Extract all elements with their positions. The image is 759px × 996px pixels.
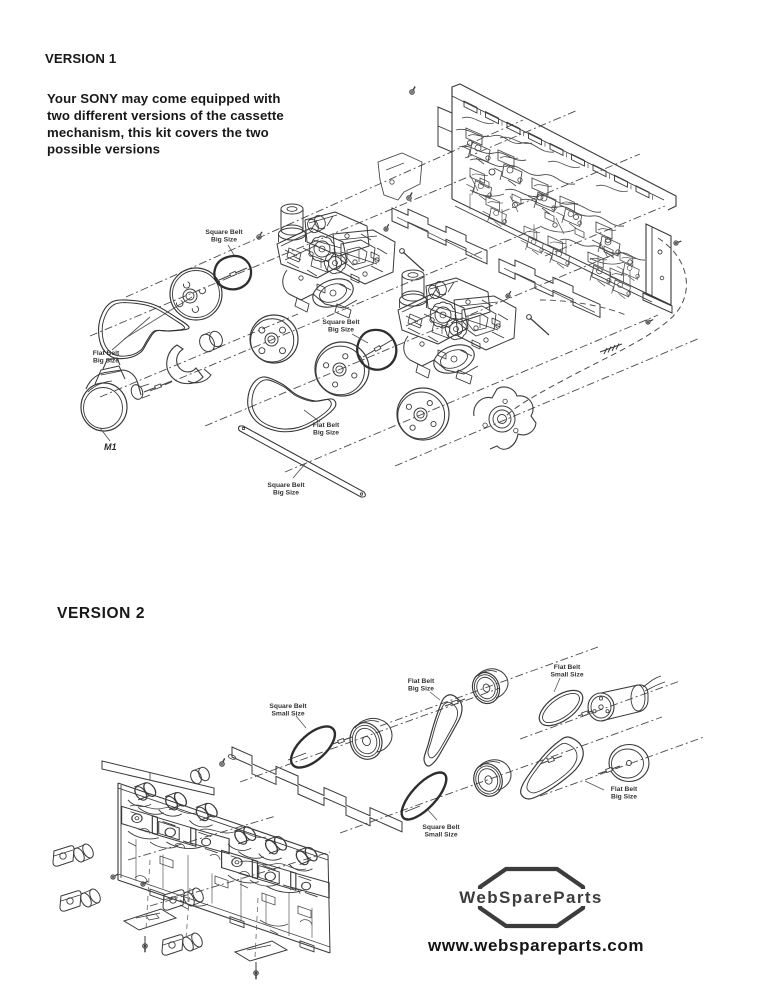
svg-text:WebSpareParts: WebSpareParts bbox=[459, 888, 603, 907]
svg-text:Square Belt: Square Belt bbox=[205, 229, 243, 236]
svg-text:Big Size: Big Size bbox=[273, 490, 299, 497]
svg-text:two different versions of the: two different versions of the cassette bbox=[47, 108, 284, 123]
svg-text:Flat Belt: Flat Belt bbox=[313, 422, 340, 429]
svg-text:Square Belt: Square Belt bbox=[422, 824, 460, 831]
svg-text:Small Size: Small Size bbox=[550, 672, 583, 679]
svg-text:Big Size: Big Size bbox=[611, 794, 637, 801]
svg-text:Your SONY may come equipped wi: Your SONY may come equipped with bbox=[47, 91, 281, 106]
svg-text:Big Size: Big Size bbox=[211, 237, 237, 244]
svg-text:Big Size: Big Size bbox=[93, 358, 119, 365]
svg-text:Big Size: Big Size bbox=[408, 686, 434, 693]
svg-text:possible versions: possible versions bbox=[47, 142, 160, 157]
svg-text:VERSION 1: VERSION 1 bbox=[45, 51, 116, 66]
svg-text:Square Belt: Square Belt bbox=[267, 482, 305, 489]
svg-text:Big Size: Big Size bbox=[313, 430, 339, 437]
svg-text:www.webspareparts.com: www.webspareparts.com bbox=[427, 936, 644, 955]
svg-text:Flat Belt: Flat Belt bbox=[93, 350, 120, 357]
svg-text:Flat Belt: Flat Belt bbox=[554, 664, 581, 671]
svg-text:M1: M1 bbox=[104, 442, 117, 452]
svg-text:Flat Belt: Flat Belt bbox=[611, 786, 638, 793]
svg-text:mechanism, this kit covers the: mechanism, this kit covers the two bbox=[47, 125, 269, 140]
svg-text:Square Belt: Square Belt bbox=[269, 703, 307, 710]
svg-text:Small Size: Small Size bbox=[271, 711, 304, 718]
svg-text:Flat Belt: Flat Belt bbox=[408, 678, 435, 685]
svg-text:Square Belt: Square Belt bbox=[322, 319, 360, 326]
svg-text:Big Size: Big Size bbox=[328, 327, 354, 334]
svg-text:VERSION 2: VERSION 2 bbox=[57, 605, 145, 622]
svg-text:Small Size: Small Size bbox=[424, 832, 457, 839]
